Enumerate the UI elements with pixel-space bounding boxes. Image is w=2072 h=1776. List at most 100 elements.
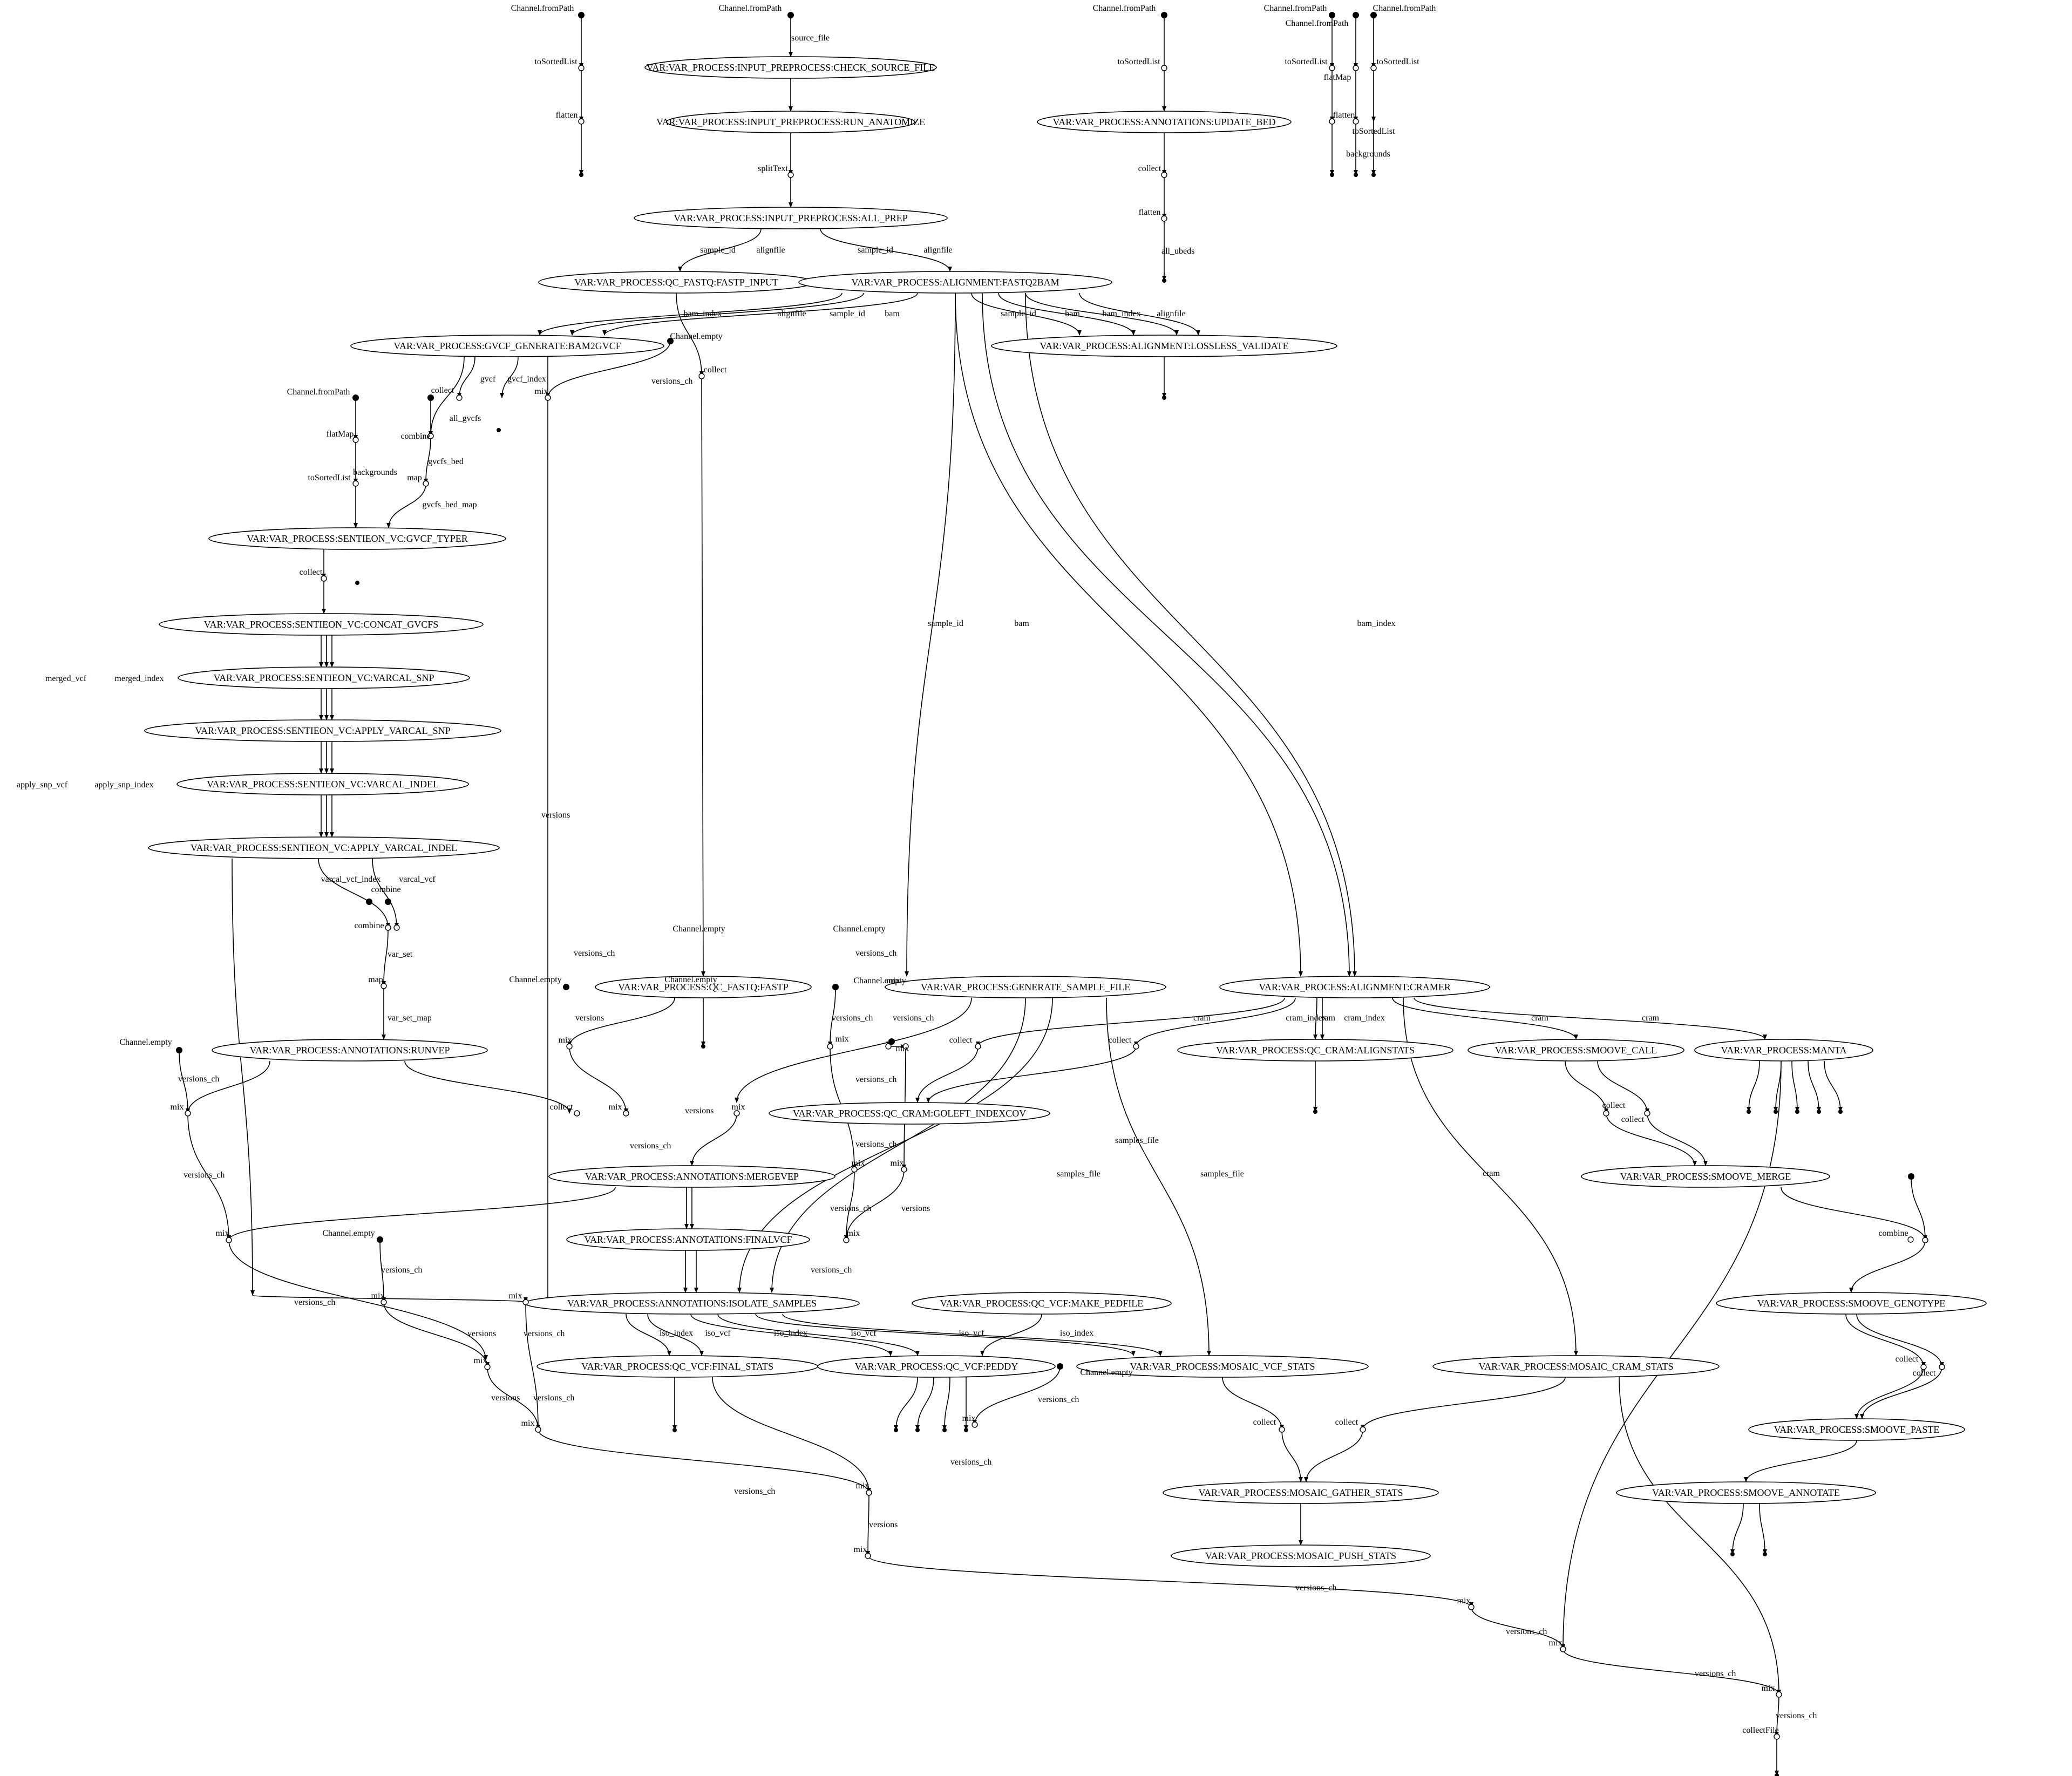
edge-label-versions-ch: versions_ch	[855, 1075, 896, 1084]
process-node-mosaic-push[interactable]: VAR:VAR_PROCESS:MOSAIC_PUSH_STATS	[1171, 1544, 1431, 1567]
edge-arrow	[1781, 1187, 1927, 1241]
process-node-mosaic-cram[interactable]: VAR:VAR_PROCESS:MOSAIC_CRAM_STATS	[1432, 1355, 1720, 1378]
edge-arrow	[1281, 1429, 1303, 1482]
operator-label-mix: mix	[896, 1044, 909, 1053]
process-node-lossless[interactable]: VAR:VAR_PROCESS:ALIGNMENT:LOSSLESS_VALID…	[991, 335, 1337, 357]
channel-source-dot	[385, 899, 391, 905]
process-node-varcal-snp[interactable]: VAR:VAR_PROCESS:SENTIEON_VC:VARCAL_SNP	[178, 666, 470, 689]
process-node-fastp-in[interactable]: VAR:VAR_PROCESS:QC_FASTQ:FASTP_INPUT	[538, 271, 814, 294]
process-node-manta[interactable]: VAR:VAR_PROCESS:MANTA	[1694, 1039, 1873, 1061]
edge-label-bam: bam	[1014, 619, 1029, 628]
operator-label-combine: combine	[354, 921, 384, 930]
process-node-peddy[interactable]: VAR:VAR_PROCESS:QC_VCF:PEDDY	[817, 1355, 1056, 1378]
process-ellipse	[634, 207, 948, 229]
edge-label-versions-ch: versions_ch	[855, 1140, 896, 1149]
operator-label-channel-empty: Channel.empty	[1080, 1368, 1132, 1377]
process-node-anat[interactable]: VAR:VAR_PROCESS:INPUT_PREPROCESS:RUN_ANA…	[656, 111, 925, 133]
operator-label-collect: collect	[550, 1103, 573, 1112]
edge-arrow	[570, 292, 864, 336]
operator-dot	[885, 1043, 892, 1050]
process-node-mosaic-vcf[interactable]: VAR:VAR_PROCESS:MOSAIC_VCF_STATS	[1076, 1355, 1369, 1378]
operator-label-mix: mix	[521, 1419, 535, 1428]
edge-arrow	[1392, 997, 1578, 1040]
process-node-pedfile[interactable]: VAR:VAR_PROCESS:QC_VCF:MAKE_PEDFILE	[912, 1292, 1172, 1315]
operator-dot	[843, 1237, 850, 1243]
process-node-goleft[interactable]: VAR:VAR_PROCESS:QC_CRAM:GOLEFT_INDEXCOV	[769, 1102, 1050, 1125]
process-node-smoove-call[interactable]: VAR:VAR_PROCESS:SMOOVE_CALL	[1468, 1039, 1684, 1061]
operator-label-combine: combine	[400, 432, 430, 441]
channel-source-dot	[578, 12, 585, 18]
operator-dot	[578, 118, 585, 125]
edge-arrow	[1414, 997, 1767, 1040]
process-node-smoove-merge[interactable]: VAR:VAR_PROCESS:SMOOVE_MERGE	[1581, 1165, 1830, 1188]
process-node-mergevep[interactable]: VAR:VAR_PROCESS:ANNOTATIONS:MERGEVEP	[548, 1165, 835, 1188]
process-node-final-stats[interactable]: VAR:VAR_PROCESS:QC_VCF:FINAL_STATS	[536, 1355, 818, 1378]
process-ellipse	[566, 1228, 810, 1251]
channel-source-dot	[1908, 1173, 1914, 1180]
nodes-layer: VAR:VAR_PROCESS:INPUT_PREPROCESS:CHECK_S…	[144, 12, 1987, 1776]
process-node-concat[interactable]: VAR:VAR_PROCESS:SENTIEON_VC:CONCAT_GVCFS	[159, 613, 484, 636]
edge-arrow	[1747, 1060, 1760, 1112]
edge-label-cram: cram	[1193, 1013, 1211, 1023]
process-node-check[interactable]: VAR:VAR_PROCESS:INPUT_PREPROCESS:CHECK_S…	[644, 56, 937, 79]
edge-arrow	[973, 1366, 1061, 1425]
operator-dot	[1644, 1110, 1650, 1117]
process-node-bam2gvcf[interactable]: VAR:VAR_PROCESS:GVCF_GENERATE:BAM2GVCF	[350, 335, 664, 357]
process-node-fastp[interactable]: VAR:VAR_PROCESS:QC_FASTQ:FASTP	[595, 976, 812, 998]
operator-label-mix: mix	[216, 1229, 229, 1238]
operator-dot	[535, 1426, 541, 1433]
operator-label-combine: combine	[1878, 1229, 1908, 1238]
operator-label-map: map	[407, 473, 422, 482]
edge-arrow	[942, 1377, 950, 1431]
edge-label-sample-id: sample_id	[928, 619, 963, 628]
operator-dot	[427, 433, 434, 439]
process-node-apply-indel[interactable]: VAR:VAR_PROCESS:SENTIEON_VC:APPLY_VARCAL…	[148, 836, 500, 859]
process-node-smoove-paste[interactable]: VAR:VAR_PROCESS:SMOOVE_PASTE	[1748, 1418, 1965, 1441]
sink-dot	[1313, 1110, 1317, 1114]
edge-label-sample-id: sample_id	[1001, 309, 1036, 318]
process-node-finalvcf[interactable]: VAR:VAR_PROCESS:ANNOTATIONS:FINALVCF	[566, 1228, 810, 1251]
edge-arrow	[905, 292, 956, 977]
edge-label-sample-id: sample_id	[858, 246, 893, 255]
sink-dot	[701, 1044, 705, 1049]
edge-arrow	[735, 997, 972, 1103]
operator-dot	[578, 65, 585, 71]
sink-dot	[1747, 1110, 1751, 1114]
process-node-gensample[interactable]: VAR:VAR_PROCESS:GENERATE_SAMPLE_FILE	[885, 976, 1166, 998]
process-ellipse	[350, 335, 664, 357]
operator-label-channel-empty: Channel.empty	[664, 975, 717, 984]
edge-arrow	[1647, 1113, 1708, 1166]
edge-arrow	[546, 341, 671, 398]
process-node-alignstats[interactable]: VAR:VAR_PROCESS:QC_CRAM:ALIGNSTATS	[1177, 1039, 1453, 1061]
process-node-allprep[interactable]: VAR:VAR_PROCESS:INPUT_PREPROCESS:ALL_PRE…	[634, 207, 948, 229]
process-node-upbed[interactable]: VAR:VAR_PROCESS:ANNOTATIONS:UPDATE_BED	[1037, 111, 1292, 133]
edge-label-versions: versions	[541, 811, 570, 820]
edge-arrow	[926, 1046, 1137, 1103]
operator-dot	[1560, 1646, 1566, 1652]
channel-source-dot	[1329, 12, 1335, 18]
process-node-cramer[interactable]: VAR:VAR_PROCESS:ALIGNMENT:CRAMER	[1219, 976, 1490, 998]
process-node-smoove-annot[interactable]: VAR:VAR_PROCESS:SMOOVE_ANNOTATE	[1616, 1481, 1876, 1504]
edge-arrow	[232, 858, 255, 1296]
process-node-isolate[interactable]: VAR:VAR_PROCESS:ANNOTATIONS:ISOLATE_SAMP…	[524, 1292, 860, 1315]
process-ellipse	[212, 1039, 488, 1061]
process-node-apply-snp[interactable]: VAR:VAR_PROCESS:SENTIEON_VC:APPLY_VARCAL…	[144, 719, 501, 742]
process-ellipse	[991, 335, 1337, 357]
process-node-smoove-geno[interactable]: VAR:VAR_PROCESS:SMOOVE_GENOTYPE	[1716, 1292, 1987, 1315]
operator-dot	[787, 172, 794, 178]
process-node-runvep[interactable]: VAR:VAR_PROCESS:ANNOTATIONS:RUNVEP	[212, 1039, 488, 1061]
sink-dot	[964, 1428, 968, 1432]
process-label: VAR:VAR_PROCESS:SMOOVE_CALL	[1495, 1045, 1657, 1056]
operator-dot	[321, 575, 327, 582]
process-ellipse	[148, 836, 500, 859]
edge-arrow	[1561, 1060, 1782, 1650]
process-ellipse	[798, 271, 1112, 294]
edge-label-versions-ch: versions_ch	[574, 949, 615, 958]
process-node-varcal-indel[interactable]: VAR:VAR_PROCESS:SENTIEON_VC:VARCAL_INDEL	[176, 773, 469, 795]
operator-label-channel-from-path: Channel.fromPath	[1264, 4, 1327, 13]
operator-label-flat-map: flatMap	[1324, 73, 1351, 82]
process-label: VAR:VAR_PROCESS:MANTA	[1721, 1045, 1847, 1056]
process-node-fastq2bam[interactable]: VAR:VAR_PROCESS:ALIGNMENT:FASTQ2BAM	[798, 271, 1112, 294]
process-node-mosaic-gather[interactable]: VAR:VAR_PROCESS:MOSAIC_GATHER_STATS	[1163, 1481, 1439, 1504]
process-node-gvcftyper[interactable]: VAR:VAR_PROCESS:SENTIEON_VC:GVCF_TYPER	[208, 527, 506, 550]
